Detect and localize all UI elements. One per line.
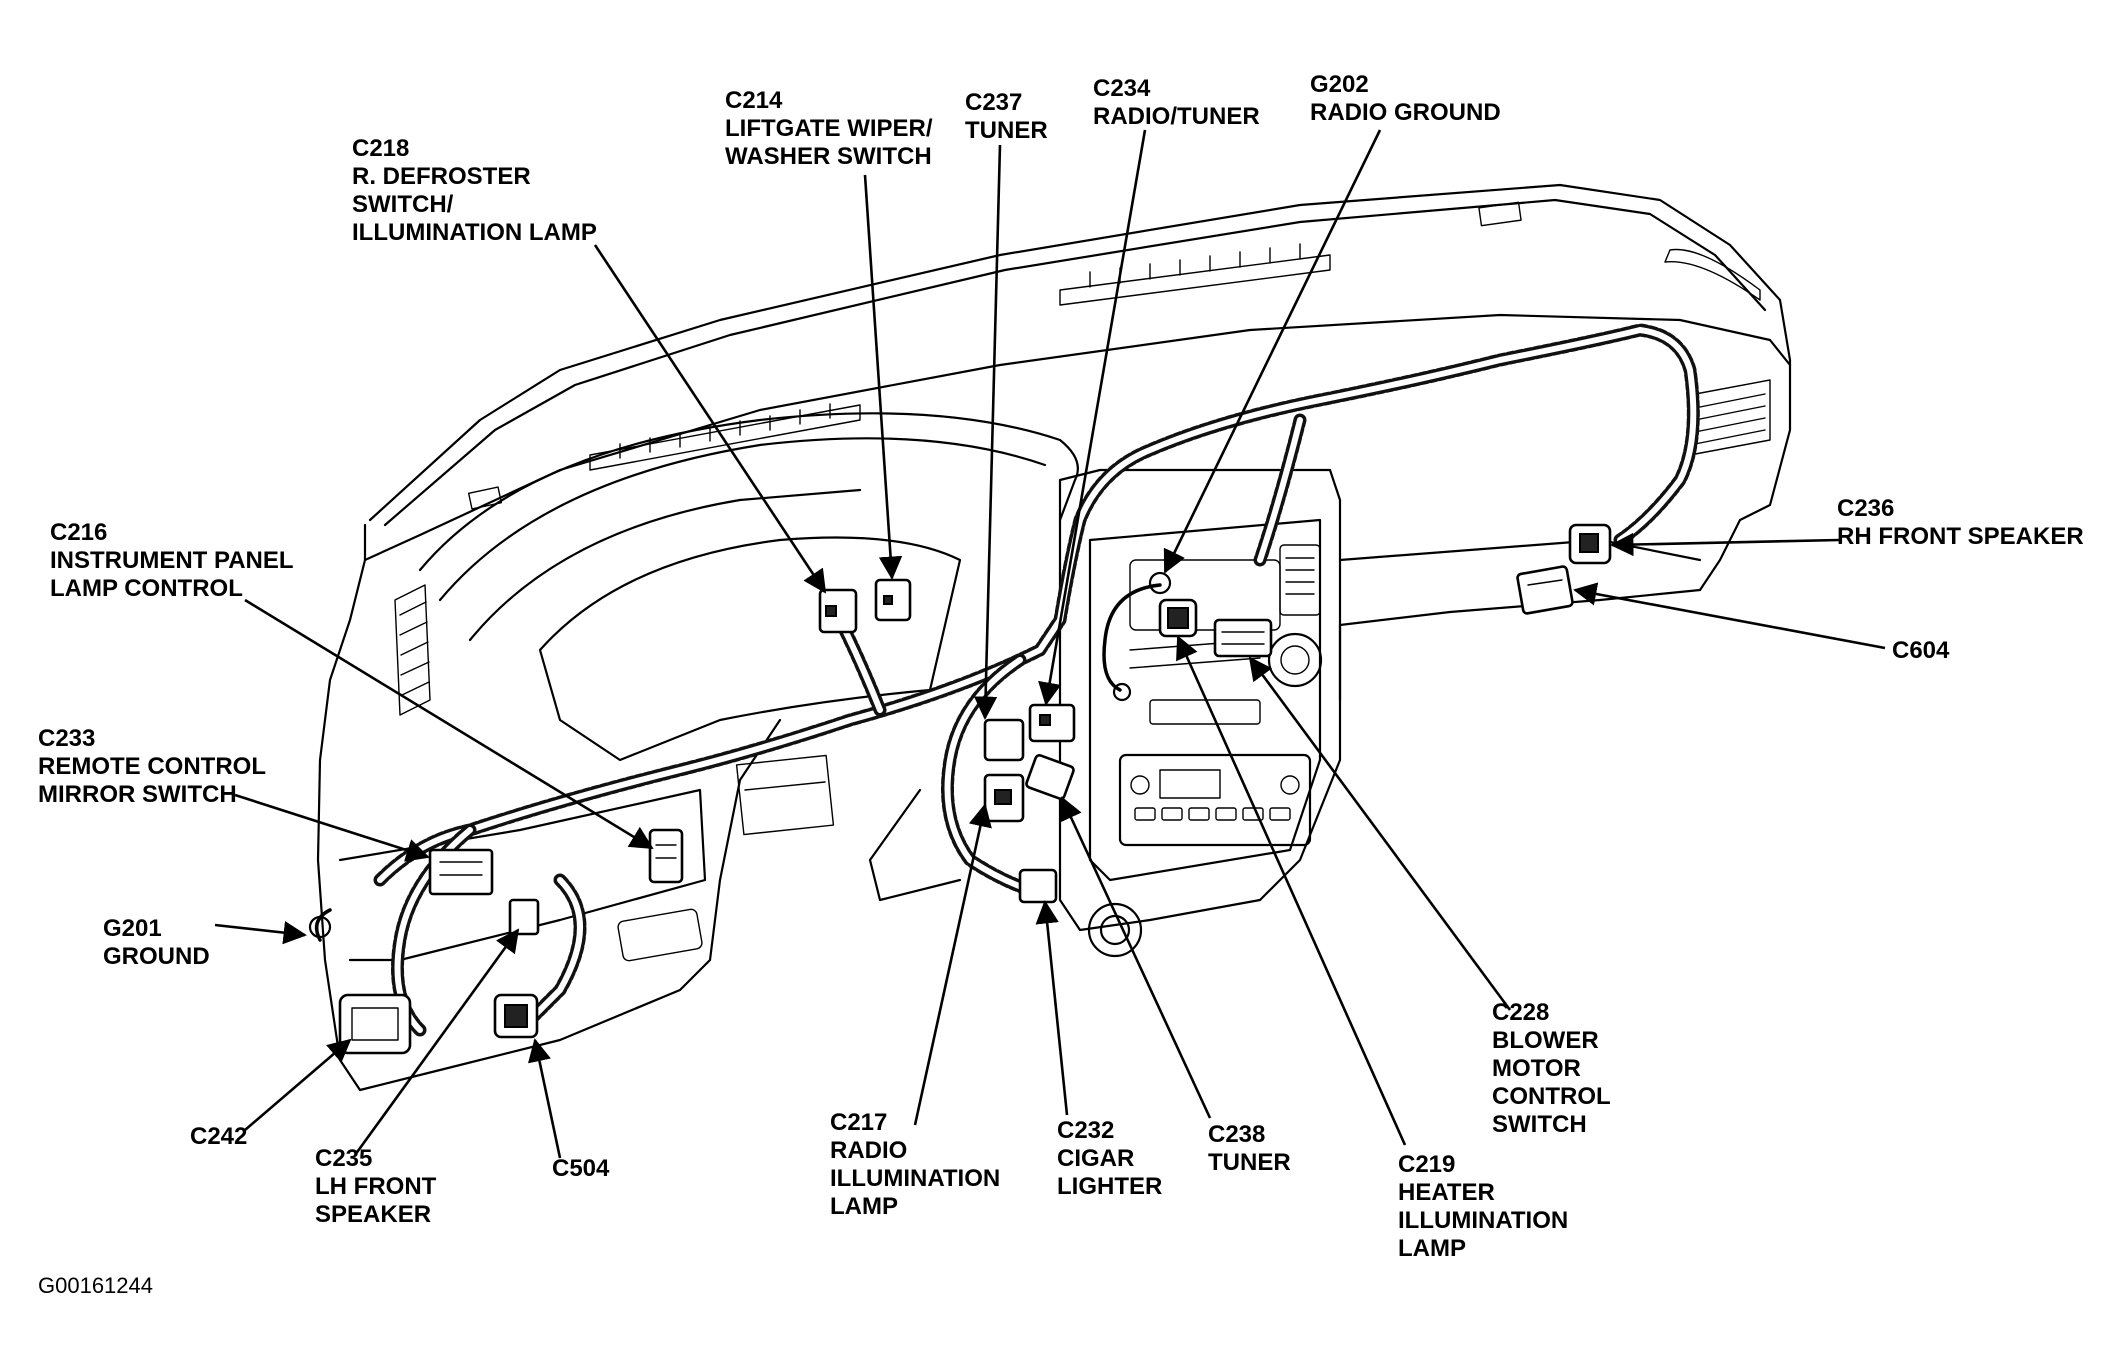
callout-c238: C238 TUNER bbox=[1208, 1121, 1291, 1176]
dashboard-illustration bbox=[308, 183, 1792, 1092]
callout-c235: C235 LH FRONT SPEAKER bbox=[315, 1145, 443, 1228]
callout-c604: C604 bbox=[1892, 637, 1950, 664]
leader-c234 bbox=[1038, 129, 1147, 706]
callout-c214: C214 LIFTGATE WIPER/ WASHER SWITCH bbox=[725, 87, 939, 170]
leader-c238 bbox=[1060, 796, 1212, 1119]
callout-c219: C219 HEATER ILLUMINATION LAMP bbox=[1398, 1151, 1575, 1262]
callout-g202: G202 RADIO GROUND bbox=[1310, 71, 1501, 126]
callout-c218: C218 R. DEFROSTER SWITCH/ ILLUMINATION L… bbox=[352, 135, 597, 246]
leader-g201 bbox=[214, 921, 307, 945]
connectors bbox=[308, 523, 1612, 1055]
callout-c216: C216 INSTRUMENT PANEL LAMP CONTROL bbox=[50, 519, 300, 602]
leader-c236 bbox=[1610, 532, 1841, 557]
callout-c237: C237 TUNER bbox=[965, 89, 1048, 144]
leader-c218 bbox=[593, 244, 827, 594]
leader-c217 bbox=[913, 803, 992, 1126]
leader-c237 bbox=[973, 144, 1002, 720]
callout-c242: C242 bbox=[190, 1123, 247, 1150]
leader-c235 bbox=[353, 928, 520, 1156]
leader-c214 bbox=[863, 174, 903, 580]
callout-g201: G201 GROUND bbox=[103, 915, 210, 970]
wiring-harness bbox=[314, 323, 1700, 1037]
leader-c504 bbox=[527, 1038, 562, 1159]
leader-c219 bbox=[1176, 635, 1407, 1146]
callout-c236: C236 RH FRONT SPEAKER bbox=[1837, 495, 2084, 550]
leader-lines bbox=[214, 129, 1886, 1159]
leader-c232 bbox=[1035, 900, 1069, 1116]
callout-c217: C217 RADIO ILLUMINATION LAMP bbox=[830, 1109, 1007, 1220]
callout-c228: C228 BLOWER MOTOR CONTROL SWITCH bbox=[1492, 999, 1617, 1138]
callout-c233: C233 REMOTE CONTROL MIRROR SWITCH bbox=[38, 725, 272, 808]
leader-c242 bbox=[244, 1038, 352, 1131]
callout-c234: C234 RADIO/TUNER bbox=[1093, 75, 1260, 130]
leader-c216 bbox=[244, 598, 654, 850]
figure-id: G00161244 bbox=[38, 1273, 153, 1298]
leader-c233 bbox=[234, 793, 430, 862]
leader-g202 bbox=[1163, 129, 1382, 574]
callout-c232: C232 CIGAR LIGHTER bbox=[1057, 1117, 1162, 1200]
leader-c604 bbox=[1573, 582, 1886, 650]
callout-c504: C504 bbox=[552, 1155, 610, 1182]
leader-c228 bbox=[1248, 656, 1512, 1011]
callout-labels: C218 R. DEFROSTER SWITCH/ ILLUMINATION L… bbox=[38, 71, 2084, 1262]
